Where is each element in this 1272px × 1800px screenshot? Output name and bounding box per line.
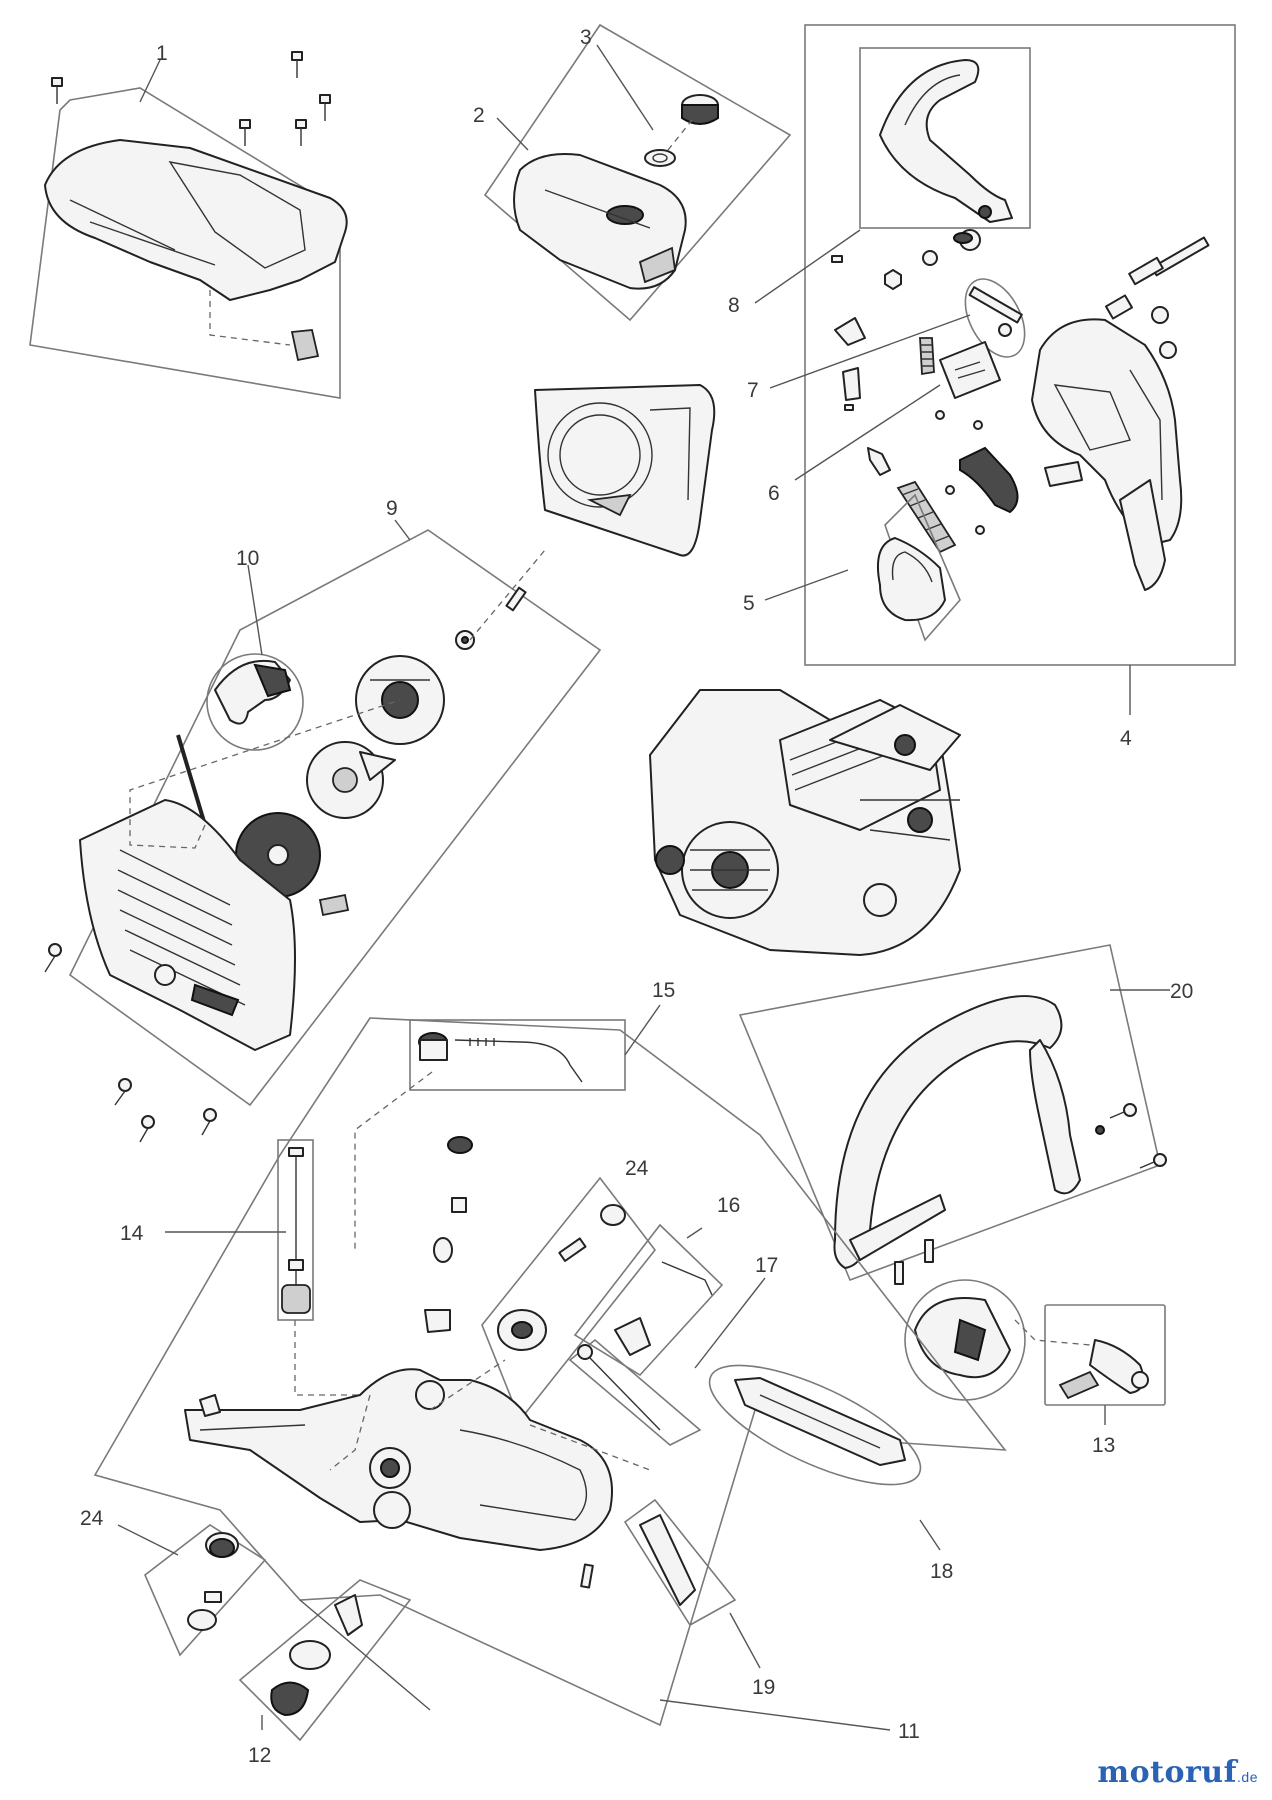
callout-13: 13 bbox=[1092, 1434, 1115, 1457]
callout-18: 18 bbox=[930, 1560, 953, 1583]
callout-7: 7 bbox=[747, 379, 759, 402]
callout-2: 2 bbox=[473, 104, 485, 127]
callout-24-lower: 24 bbox=[80, 1507, 104, 1530]
watermark-name: motoruf bbox=[1097, 1755, 1238, 1790]
screw bbox=[295, 119, 307, 146]
part-group-4-chain-brake: 8 7 6 5 4 bbox=[728, 24, 1236, 750]
watermark-tld: .de bbox=[1237, 1769, 1258, 1785]
screw bbox=[51, 77, 63, 104]
screw bbox=[580, 1563, 594, 1589]
screw bbox=[44, 943, 62, 973]
callout-20: 20 bbox=[1170, 980, 1193, 1003]
callout-19: 19 bbox=[752, 1676, 775, 1699]
part-group-1-top-cover: 1 bbox=[29, 42, 348, 399]
callout-10: 10 bbox=[236, 547, 259, 570]
screw bbox=[291, 51, 303, 78]
part-group-13-switch: 13 bbox=[904, 1279, 1166, 1457]
fan-shroud-plate bbox=[534, 384, 716, 557]
callout-4: 4 bbox=[1120, 727, 1132, 750]
screw bbox=[1139, 1153, 1167, 1169]
callout-16: 16 bbox=[717, 1194, 740, 1217]
screw bbox=[894, 1261, 904, 1285]
callout-5: 5 bbox=[743, 592, 755, 615]
screw bbox=[319, 94, 331, 121]
callout-12: 12 bbox=[248, 1744, 271, 1767]
screw bbox=[239, 119, 251, 146]
callout-24-upper: 24 bbox=[625, 1157, 649, 1180]
screw bbox=[201, 1108, 217, 1136]
screw bbox=[114, 1078, 132, 1106]
part-group-20-front-handle: 20 bbox=[738, 944, 1193, 1285]
screw bbox=[139, 1115, 155, 1143]
callout-15: 15 bbox=[652, 979, 675, 1002]
engine-block bbox=[649, 689, 961, 956]
part-group-11-rear-handle: 15 14 24 16 17 bbox=[80, 979, 1007, 1767]
callout-14: 14 bbox=[120, 1222, 144, 1245]
callout-8: 8 bbox=[728, 294, 740, 317]
screw bbox=[924, 1239, 934, 1263]
part-group-2-air-filter-cover: 3 2 bbox=[473, 23, 792, 322]
callout-6: 6 bbox=[768, 482, 780, 505]
callout-11: 11 bbox=[898, 1720, 920, 1743]
screw bbox=[1109, 1103, 1137, 1119]
part-group-9-starter: 9 10 bbox=[44, 497, 602, 1143]
watermark-logo: motoruf.de bbox=[1097, 1755, 1258, 1790]
callout-17: 17 bbox=[755, 1254, 778, 1277]
callout-1: 1 bbox=[156, 42, 168, 65]
housing-ribs bbox=[117, 849, 246, 1006]
callout-9: 9 bbox=[386, 497, 398, 520]
spring-long bbox=[896, 480, 957, 554]
callout-3: 3 bbox=[580, 26, 592, 49]
filler-cap bbox=[644, 94, 719, 167]
